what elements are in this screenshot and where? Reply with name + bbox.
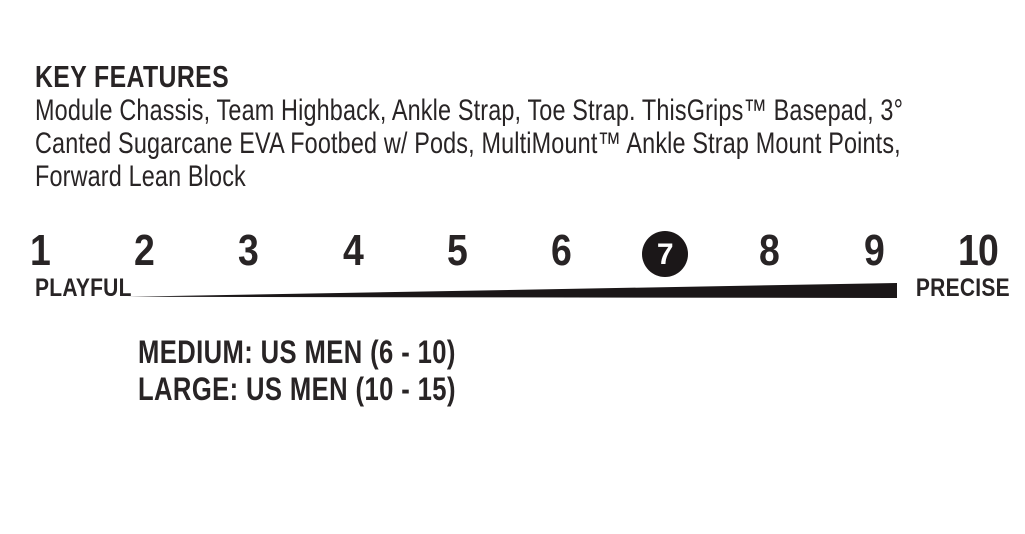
scale-point: 10 bbox=[957, 226, 999, 275]
key-features-heading: KEY FEATURES bbox=[35, 59, 230, 94]
scale-point: 5 bbox=[446, 226, 468, 275]
scale-point: 3 bbox=[238, 226, 259, 275]
key-features-description: Module Chassis, Team Highback, Ankle Str… bbox=[35, 94, 903, 193]
wedge-shape bbox=[127, 283, 897, 298]
size-range-line: MEDIUM: US MEN (6 - 10) bbox=[138, 334, 456, 370]
scale-right-label-precise: PRECISE bbox=[916, 274, 1010, 302]
scale-point: 4 bbox=[342, 226, 364, 275]
description-line: Canted Sugarcane EVA Footbed w/ Pods, Mu… bbox=[35, 127, 901, 160]
scale-wedge-graphic bbox=[127, 283, 897, 298]
scale-point: 1 bbox=[30, 226, 51, 275]
size-range-line: LARGE: US MEN (10 - 15) bbox=[138, 371, 456, 407]
size-range-list: MEDIUM: US MEN (6 - 10)LARGE: US MEN (10… bbox=[138, 334, 456, 408]
scale-point: 8 bbox=[759, 226, 780, 275]
scale-point: 6 bbox=[551, 226, 572, 275]
scale-left-label-playful: PLAYFUL bbox=[35, 274, 132, 302]
scale-point-selected: 7 bbox=[642, 231, 689, 277]
description-line: Forward Lean Block bbox=[35, 160, 246, 193]
scale-point: 2 bbox=[134, 226, 155, 275]
scale-point: 9 bbox=[863, 226, 885, 275]
description-line: Module Chassis, Team Highback, Ankle Str… bbox=[35, 94, 904, 127]
